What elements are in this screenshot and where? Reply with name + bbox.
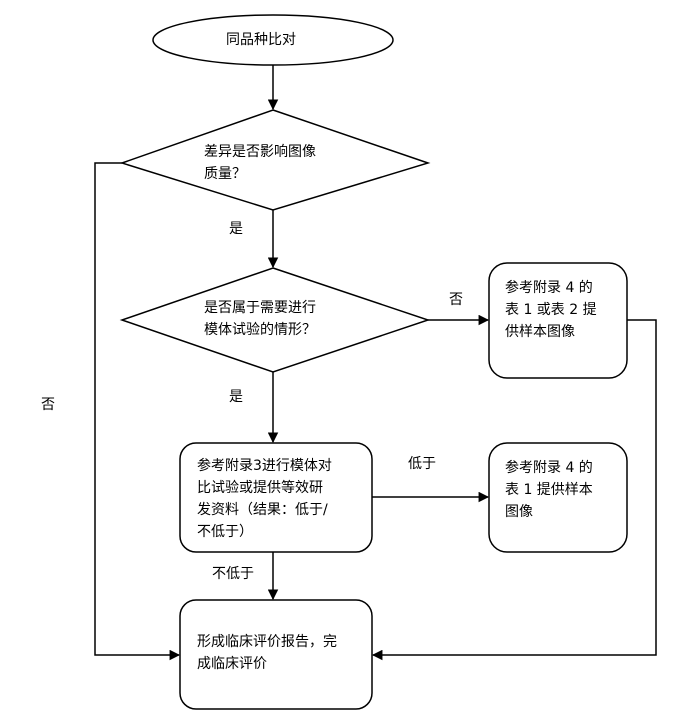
sample-a-label-line3: 供样本图像 bbox=[505, 324, 575, 340]
report-label-line1: 形成临床评价报告，完 bbox=[197, 634, 337, 650]
sample-b-label-line1: 参考附录 4 的 bbox=[505, 460, 593, 476]
start-label: 同品种比对 bbox=[226, 32, 296, 48]
edge-sample-a-to-report bbox=[371, 319, 657, 661]
edge-label-not-lower: 不低于 bbox=[212, 566, 254, 582]
sample-a-label-line1: 参考附录 4 的 bbox=[505, 280, 593, 296]
sample-b-label-line2: 表 1 提供样本 bbox=[505, 482, 593, 498]
edge-label-lower: 低于 bbox=[408, 456, 436, 472]
decision2-label-line1: 是否属于需要进行 bbox=[204, 300, 316, 316]
decision1-label-line2: 质量？ bbox=[204, 166, 246, 182]
edge-label-yes1: 是 bbox=[229, 221, 243, 237]
report-label-line2: 成临床评价 bbox=[197, 656, 267, 672]
decision2-label-line2: 模体试验的情形？ bbox=[204, 322, 316, 338]
test-label-line1: 参考附录3进行模体对 bbox=[197, 458, 332, 474]
test-label-line3: 发资料（结果：低于/ bbox=[197, 502, 328, 518]
edge-label-no-right: 否 bbox=[449, 292, 463, 308]
test-label-line2: 比试验或提供等效研 bbox=[197, 480, 323, 496]
edge-decision1-no-to-report bbox=[94, 162, 181, 661]
sample-b-label-line3: 图像 bbox=[505, 504, 533, 520]
test-label-line4: 不低于） bbox=[197, 524, 253, 540]
decision1-label-line1: 差异是否影响图像 bbox=[204, 144, 316, 160]
edge-label-no-left: 否 bbox=[41, 397, 55, 413]
edge-label-yes2: 是 bbox=[229, 389, 243, 405]
sample-a-label-line2: 表 1 或表 2 提 bbox=[505, 302, 597, 318]
